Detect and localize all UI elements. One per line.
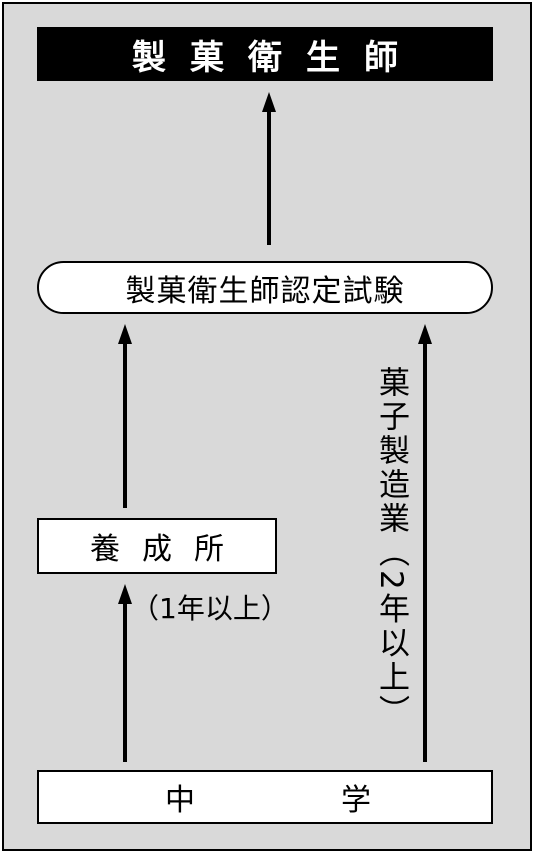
training-school-label: 養成所 xyxy=(90,532,246,567)
industry-duration-label: （2年以上） xyxy=(373,536,409,729)
junior-high-box: 中 学 xyxy=(37,770,493,824)
junior-high-label-right: 学 xyxy=(341,783,371,818)
industry-path-label: 菓子製造業 （2年以上） xyxy=(370,366,412,746)
training-school-box: 養成所 xyxy=(37,518,277,574)
junior-high-label-left: 中 xyxy=(165,783,195,818)
exam-box: 製菓衛生師認定試験 xyxy=(37,261,493,314)
industry-label: 菓子製造業 xyxy=(373,366,409,536)
license-title: 製菓衛生師 xyxy=(132,37,422,78)
license-title-box: 製菓衛生師 xyxy=(37,27,493,81)
training-duration-label: （1年以上） xyxy=(131,592,289,625)
exam-label: 製菓衛生師認定試験 xyxy=(125,273,405,309)
